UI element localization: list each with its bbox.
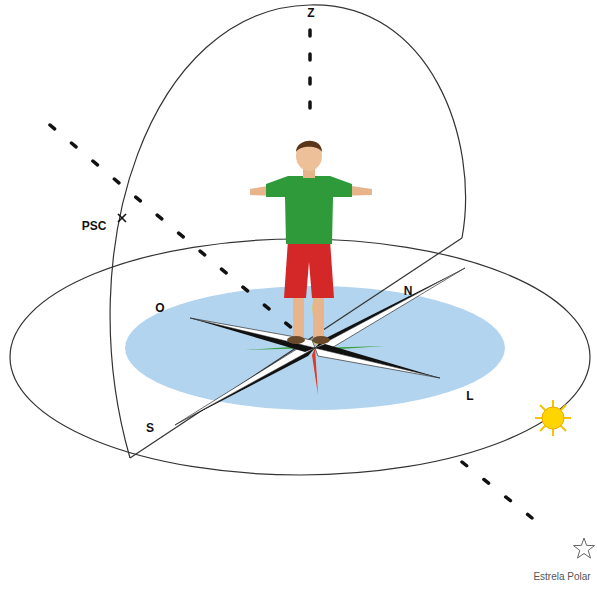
cardinal-point-label: S <box>146 422 154 434</box>
psc-cross <box>118 214 126 222</box>
zenith-label: Z <box>307 7 314 19</box>
cardinal-point-label: N <box>404 285 413 297</box>
cardinal-point-label: L <box>466 390 473 402</box>
star-name-label: Estrela Polar <box>533 572 590 582</box>
celestial-pole-label: PSC <box>82 220 107 232</box>
horizon-ellipse <box>10 239 590 475</box>
boy-figure <box>250 141 372 344</box>
polar-star <box>574 538 595 558</box>
zenith-dots <box>308 30 312 112</box>
meridian-line <box>130 238 462 458</box>
sun <box>535 400 571 436</box>
polar-axis-dots <box>462 462 532 518</box>
cardinal-point-label: O <box>155 302 164 314</box>
polar-axis-dots <box>50 125 300 335</box>
compass-ground <box>125 286 505 410</box>
